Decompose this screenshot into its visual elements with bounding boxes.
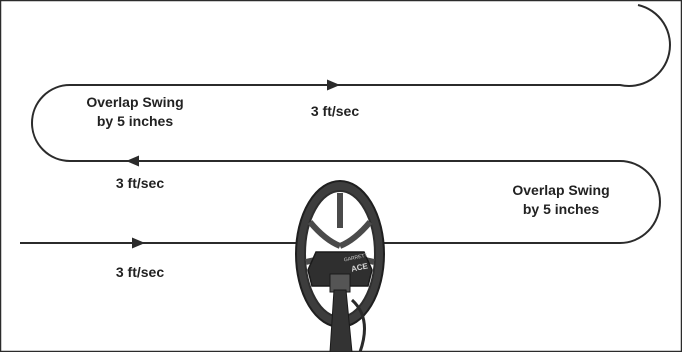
arrow-left-middle: [126, 155, 139, 167]
sweep-path: [20, 4, 671, 244]
overlap-label-right: Overlap Swing by 5 inches: [478, 181, 644, 219]
overlap-label-right-line1: Overlap Swing: [512, 182, 610, 198]
coil-brand-text: GARRETT: [343, 253, 368, 264]
arrow-right-bottom: [132, 237, 145, 249]
overlap-label-right-line2: by 5 inches: [522, 201, 600, 217]
speed-label-middle: 3 ft/sec: [115, 175, 165, 191]
overlap-label-top: Overlap Swing by 5 inches: [60, 93, 210, 131]
detector-coil-icon: GARRETT ACE: [295, 180, 385, 352]
coil-model-text: ACE: [350, 261, 369, 273]
speed-label-top: 3 ft/sec: [310, 103, 360, 119]
speed-label-bottom: 3 ft/sec: [115, 264, 165, 280]
overlap-label-top-line2: by 5 inches: [96, 113, 174, 129]
arrow-right-top: [327, 79, 340, 91]
overlap-label-top-line1: Overlap Swing: [86, 94, 184, 110]
